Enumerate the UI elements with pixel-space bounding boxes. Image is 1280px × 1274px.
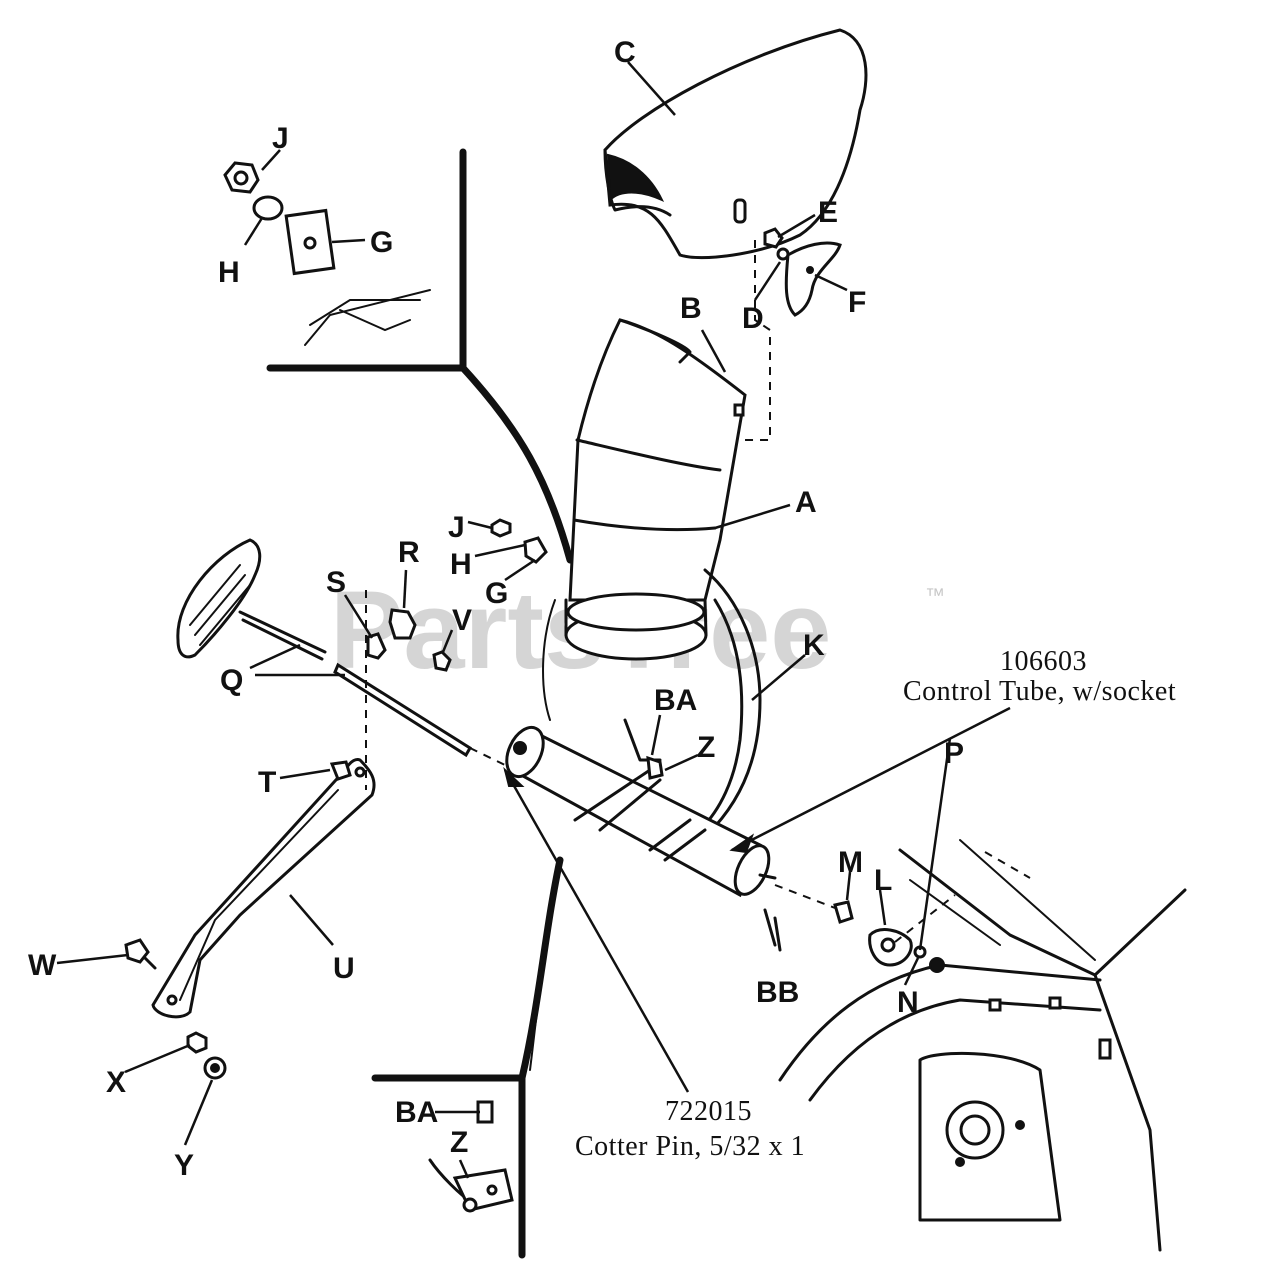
label-s: S [326, 566, 346, 599]
label-j-mid: J [448, 511, 465, 544]
control-tube-arrow [729, 833, 755, 854]
label-f: F [848, 286, 866, 319]
discharge-chute [564, 318, 747, 661]
impeller-housing [778, 839, 1187, 1252]
leader-lines [56, 61, 1011, 1179]
chute-band [542, 568, 762, 852]
label-g-top: G [370, 226, 393, 259]
label-k: K [803, 629, 825, 662]
control-tube [505, 718, 777, 898]
label-j-top: J [272, 122, 289, 155]
cotter-pin-part-number: 722015 [665, 1096, 752, 1127]
cotter-pin-description: Cotter Pin, 5/32 x 1 [575, 1131, 805, 1162]
label-y: Y [174, 1149, 194, 1182]
label-q: Q [220, 664, 243, 697]
hardware [124, 161, 945, 1213]
label-u: U [333, 952, 355, 985]
label-v: V [452, 604, 472, 637]
label-l: L [874, 864, 892, 897]
label-t: T [258, 766, 276, 799]
label-g-mid: G [485, 577, 508, 610]
label-n: N [897, 986, 919, 1019]
label-w: W [28, 949, 57, 982]
label-z-bottom: Z [450, 1126, 468, 1159]
label-c: C [614, 36, 636, 69]
label-d: D [742, 302, 764, 335]
label-bb: BB [756, 976, 799, 1009]
cotter-pin-arrow [503, 766, 525, 787]
label-ba-bottom: BA [395, 1096, 438, 1129]
control-tube-part-number: 106603 [1000, 646, 1087, 677]
support-bracket [151, 758, 376, 1019]
label-r: R [398, 536, 420, 569]
label-z-mid: Z [697, 731, 715, 764]
label-ba-mid: BA [654, 684, 697, 717]
housing-frame [266, 148, 574, 1259]
control-tube-description: Control Tube, w/socket [903, 676, 1176, 707]
label-m: M [838, 846, 863, 879]
crank-handle [176, 538, 473, 758]
assembly-lines [365, 240, 956, 943]
label-h-top: H [218, 256, 240, 289]
label-b: B [680, 292, 702, 325]
label-h-mid: H [450, 548, 472, 581]
deflector [603, 28, 868, 260]
label-x: X [106, 1066, 126, 1099]
label-p: P [944, 737, 964, 770]
label-a: A [795, 486, 817, 519]
watermark-trademark: ™ [925, 585, 945, 607]
label-e: E [818, 196, 838, 229]
